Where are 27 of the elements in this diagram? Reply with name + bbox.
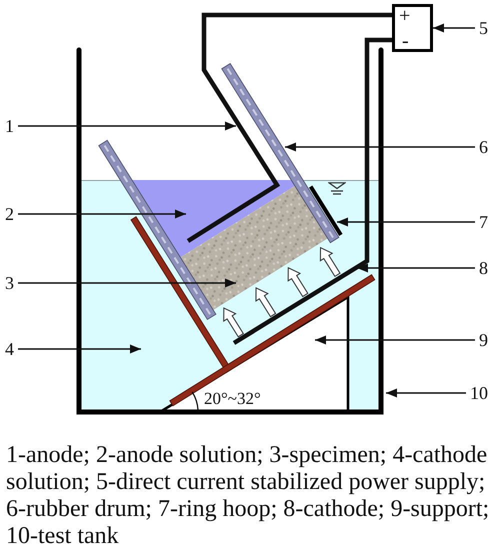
callout-number: 6 [475, 137, 492, 157]
leader-line [285, 142, 475, 152]
callout-number: 2 [1, 204, 18, 224]
power-supply-box [392, 4, 433, 52]
callout-number: 9 [475, 330, 492, 350]
polarity-sign: - [402, 31, 409, 51]
leader-line [18, 122, 236, 130]
leader-line [18, 344, 141, 354]
leader-line [315, 336, 475, 344]
polarity-sign: + [399, 6, 410, 26]
callout-number: 7 [475, 212, 492, 232]
callout-number: 1 [1, 116, 18, 136]
leader-line [386, 388, 466, 398]
callout-number: 8 [475, 258, 492, 278]
callout-number: 3 [1, 273, 18, 293]
leader-line [18, 210, 186, 218]
callout-number: 10 [466, 383, 492, 403]
leader-line [18, 278, 236, 288]
leader-line [357, 264, 475, 272]
callout-number: 4 [1, 339, 18, 359]
wire [232, 38, 392, 345]
caption: 1-anode; 2-anode solution; 3-specimen; 4-cathode solution; 5-direct current stabilized power supply; 6-rubber drum; 7-ring hoop; 8-cathode; 9-support; 10-test tank [6, 442, 490, 550]
callout-number: 5 [475, 18, 492, 38]
wire [186, 12, 392, 243]
angle-label: 20°~32° [204, 390, 261, 407]
leader-line [337, 218, 475, 226]
leader-line [433, 24, 475, 32]
